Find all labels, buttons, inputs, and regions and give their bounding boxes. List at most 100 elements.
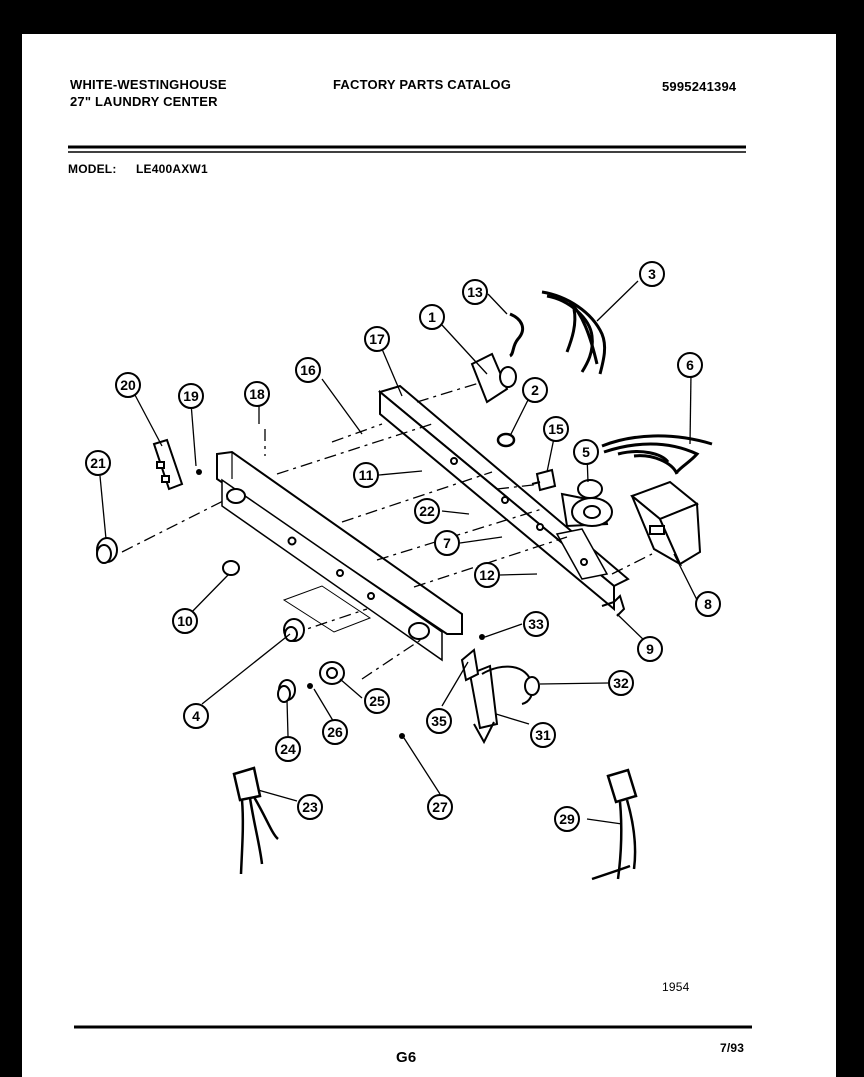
callout-35: 35	[426, 708, 452, 734]
callout-29: 29	[554, 806, 580, 832]
svg-text:3: 3	[648, 266, 656, 282]
svg-text:1: 1	[428, 309, 436, 325]
callout-33: 33	[523, 611, 549, 637]
page-code: G6	[396, 1049, 417, 1066]
callout-31: 31	[530, 722, 556, 748]
figure-number: 1954	[662, 980, 690, 994]
leader-lines	[99, 280, 699, 825]
fitting-2	[496, 432, 516, 448]
svg-text:27: 27	[432, 799, 448, 815]
switch-1	[470, 352, 517, 404]
callout-18: 18	[244, 381, 270, 407]
callout-12: 12	[474, 562, 500, 588]
callout-32: 32	[608, 670, 634, 696]
callout-9: 9	[637, 636, 663, 662]
callout-7: 7	[434, 530, 460, 556]
bracket-20	[152, 438, 184, 491]
control-box-8	[630, 480, 702, 567]
svg-text:12: 12	[479, 567, 495, 583]
model-label: MODEL:	[68, 162, 117, 176]
svg-text:33: 33	[528, 616, 544, 632]
svg-text:9: 9	[646, 641, 654, 657]
svg-text:16: 16	[300, 362, 316, 378]
svg-text:24: 24	[280, 741, 296, 757]
callout-8: 8	[695, 591, 721, 617]
callout-10: 10	[172, 608, 198, 634]
callout-19: 19	[178, 383, 204, 409]
exploded-parts-diagram: 1 2 3 4 5 6 7 8 9 10 11 12 13 15 16 17 1…	[68, 145, 752, 1029]
callout-26: 26	[322, 719, 348, 745]
callout-6: 6	[677, 352, 703, 378]
svg-text:29: 29	[559, 811, 575, 827]
svg-text:13: 13	[467, 284, 483, 300]
svg-text:5: 5	[582, 444, 590, 460]
svg-text:11: 11	[359, 467, 374, 483]
svg-text:32: 32	[613, 675, 629, 691]
connector-32	[524, 676, 540, 696]
svg-text:20: 20	[120, 377, 136, 393]
product-name: 27" LAUNDRY CENTER	[70, 94, 218, 109]
callout-1: 1	[419, 304, 445, 330]
timer-5	[560, 479, 613, 528]
svg-text:17: 17	[369, 331, 385, 347]
screw-33	[479, 634, 485, 640]
callout-2: 2	[522, 377, 548, 403]
wire-harness-23	[232, 766, 279, 875]
dial-25	[319, 661, 345, 685]
svg-text:23: 23	[302, 799, 318, 815]
svg-text:31: 31	[535, 727, 551, 743]
catalog-title: FACTORY PARTS CATALOG	[333, 77, 512, 92]
wire-harness-29	[591, 768, 638, 881]
svg-text:18: 18	[249, 386, 265, 402]
callout-21: 21	[85, 450, 111, 476]
svg-text:19: 19	[183, 388, 199, 404]
svg-text:7: 7	[443, 535, 451, 551]
screw-19	[196, 469, 202, 475]
knob-4	[283, 618, 305, 642]
label-plate	[282, 585, 372, 633]
callout-3: 3	[639, 261, 665, 287]
callout-13: 13	[462, 279, 488, 305]
callout-27: 27	[427, 794, 453, 820]
svg-text:35: 35	[431, 713, 447, 729]
alignment-lines	[121, 378, 653, 680]
header-rules	[68, 145, 746, 153]
callout-24: 24	[275, 736, 301, 762]
svg-text:22: 22	[419, 503, 435, 519]
callout-4: 4	[183, 703, 209, 729]
clip-35	[460, 648, 480, 682]
knob-10	[222, 560, 240, 576]
callout-17: 17	[364, 326, 390, 352]
svg-text:26: 26	[327, 724, 343, 740]
spring-26	[307, 683, 313, 689]
wire-clip-13	[509, 312, 525, 358]
callout-15: 15	[543, 416, 569, 442]
svg-text:4: 4	[192, 708, 200, 724]
screw-27	[399, 733, 405, 739]
callout-22: 22	[414, 498, 440, 524]
knob-24	[277, 679, 296, 703]
parts-catalog-page: WHITE-WESTINGHOUSE 27" LAUNDRY CENTER FA…	[22, 34, 836, 1077]
back-panel	[377, 384, 630, 612]
callout-23: 23	[297, 794, 323, 820]
catalog-number: 5995241394	[662, 79, 737, 94]
connector-15	[531, 468, 557, 492]
knob-21	[96, 537, 118, 564]
callout-11: 11	[353, 462, 379, 488]
wire-harness-3	[541, 290, 607, 375]
callout-5: 5	[573, 439, 599, 465]
callout-25: 25	[364, 688, 390, 714]
revision-date: 7/93	[720, 1041, 745, 1055]
brand-name: WHITE-WESTINGHOUSE	[70, 77, 227, 92]
svg-text:10: 10	[177, 613, 193, 629]
svg-text:6: 6	[686, 357, 694, 373]
model-value: LE400AXW1	[136, 162, 208, 176]
svg-text:8: 8	[704, 596, 712, 612]
callout-20: 20	[115, 372, 141, 398]
svg-text:25: 25	[369, 693, 385, 709]
callout-16: 16	[295, 357, 321, 383]
svg-text:15: 15	[548, 421, 564, 437]
wire-harness-6	[601, 434, 713, 475]
control-panel	[216, 450, 463, 662]
bracket-31	[468, 664, 499, 745]
